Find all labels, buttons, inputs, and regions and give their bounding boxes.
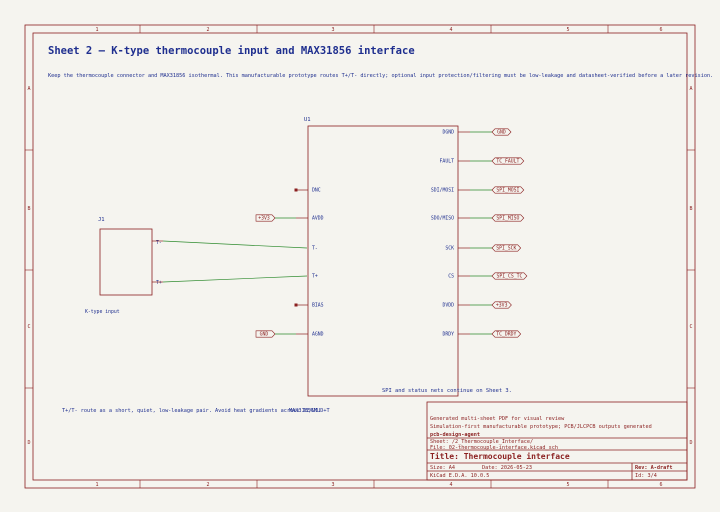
drawing-frame bbox=[24, 24, 696, 489]
net-label-text: TC_DRDY bbox=[496, 332, 516, 338]
frame-column-bottom-3: 3 bbox=[331, 482, 334, 488]
frame-row-right-B: B bbox=[689, 206, 692, 212]
u1-pin-label-cs: CS bbox=[448, 274, 454, 280]
u1-pin-label-dgnd: DGND bbox=[442, 130, 454, 136]
j1-body[interactable] bbox=[99, 228, 153, 296]
frame-column-bottom-2: 2 bbox=[206, 482, 209, 488]
u1-ref: U1 bbox=[304, 117, 311, 123]
u1-pin-label-dvdd: DVDD bbox=[442, 303, 454, 309]
u1-pin-label-sdomiso: SDO/MISO bbox=[431, 216, 454, 222]
u1-pin-label-agnd: AGND bbox=[312, 332, 324, 338]
u1-pin-label-t: T- bbox=[312, 246, 318, 252]
frame-column-1: 1 bbox=[95, 27, 98, 33]
title-block-title: Title: Thermocouple interface bbox=[430, 451, 570, 461]
frame-column-5: 5 bbox=[566, 27, 569, 33]
net-label-spisck[interactable] bbox=[491, 244, 522, 252]
u1-pin-label-t: T+ bbox=[312, 274, 318, 280]
frame-column-bottom-5: 5 bbox=[566, 482, 569, 488]
title-block-sheet: Sheet: /2_Thermocouple_Interface/ bbox=[430, 439, 533, 445]
title-block-company: pcb-design-agent bbox=[430, 432, 480, 438]
frame-row-A: A bbox=[27, 86, 30, 92]
no-connect-marker bbox=[294, 303, 298, 307]
frame-row-D: D bbox=[27, 440, 30, 446]
u1-pin-label-sck: SCK bbox=[445, 246, 454, 252]
net-label-spimosi[interactable] bbox=[491, 186, 525, 194]
frame-row-C: C bbox=[27, 324, 30, 330]
frame-row-B: B bbox=[27, 206, 30, 212]
frame-column-bottom-1: 1 bbox=[95, 482, 98, 488]
net-label-gnd[interactable] bbox=[491, 128, 512, 136]
title-block-size: Size: A4 bbox=[430, 465, 455, 471]
net-label-text: GND bbox=[497, 130, 506, 136]
no-connect-marker bbox=[294, 188, 298, 192]
title-block-file: File: 02-thermocouple-interface.kicad_sc… bbox=[430, 445, 558, 451]
net-label-text: +3V3 bbox=[258, 216, 270, 222]
net-label-text: TC_FAULT bbox=[496, 159, 519, 165]
thermocouple-wires bbox=[162, 240, 308, 283]
frame-column-2: 2 bbox=[206, 27, 209, 33]
frame-row-right-C: C bbox=[689, 324, 692, 330]
net-label-text: SPI_CS_TC bbox=[496, 274, 522, 280]
frame-column-6: 6 bbox=[659, 27, 662, 33]
u1-part-number: MAX31856MUD+T bbox=[289, 408, 330, 414]
net-label-gnd[interactable] bbox=[255, 330, 276, 338]
net-label-3v3[interactable] bbox=[255, 214, 276, 222]
frame-column-3: 3 bbox=[331, 27, 334, 33]
frame-column-bottom-4: 4 bbox=[449, 482, 452, 488]
frame-row-right-A: A bbox=[689, 86, 692, 92]
net-label-text: SPI_MOSI bbox=[496, 188, 519, 194]
title-block-date: Date: 2026-05-23 bbox=[482, 465, 532, 471]
sheet-title: Sheet 2 — K-type thermocouple input and … bbox=[48, 45, 415, 57]
routing-note: T+/T- route as a short, quiet, low-leaka… bbox=[62, 408, 321, 414]
title-block-rev: Rev: A-draft bbox=[635, 465, 672, 471]
net-label-text: GND bbox=[260, 332, 269, 338]
j1-value-label: K-type input bbox=[85, 309, 120, 315]
title-block-line2: Simulation-first manufacturable prototyp… bbox=[430, 424, 652, 430]
u1-body[interactable] bbox=[307, 125, 459, 397]
title-block-tool: KiCad E.D.A. 10.0.5 bbox=[430, 473, 489, 479]
net-label-text: SPI_SCK bbox=[496, 246, 516, 252]
net-label-text: SPI_MISO bbox=[496, 216, 519, 222]
j1-pin-label-tplus: T+ bbox=[156, 280, 162, 286]
frame-column-bottom-6: 6 bbox=[659, 482, 662, 488]
frame-row-right-D: D bbox=[689, 440, 692, 446]
wire-tminus[interactable] bbox=[162, 240, 308, 249]
u1-pin-label-drdy: DRDY bbox=[442, 332, 454, 338]
net-label-tcdrdy[interactable] bbox=[491, 330, 522, 338]
net-label-3v3[interactable] bbox=[491, 301, 512, 309]
net-label-spimiso[interactable] bbox=[491, 214, 525, 222]
u1-pin-label-sdimosi: SDI/MOSI bbox=[431, 188, 454, 194]
j1-pin-label-tminus: T- bbox=[156, 240, 162, 246]
net-label-tcfault[interactable] bbox=[491, 157, 525, 165]
title-block bbox=[426, 401, 688, 481]
net-label-spicstc[interactable] bbox=[491, 272, 528, 280]
sheet-description: Keep the thermocouple connector and MAX3… bbox=[48, 73, 713, 79]
frame-column-4: 4 bbox=[449, 27, 452, 33]
u1-pin-label-dnc: DNC bbox=[312, 188, 321, 194]
wire-tplus[interactable] bbox=[162, 275, 308, 283]
u1-pin-label-avdd: AVDD bbox=[312, 216, 324, 222]
title-block-id: Id: 3/4 bbox=[635, 473, 657, 479]
u1-pin-label-bias: BIAS bbox=[312, 303, 324, 309]
u1-pin-label-fault: FAULT bbox=[440, 159, 455, 165]
j1-ref: J1 bbox=[98, 217, 105, 223]
spi-continuation-note: SPI and status nets continue on Sheet 3. bbox=[382, 388, 512, 394]
net-label-text: +3V3 bbox=[496, 303, 508, 309]
title-block-line1: Generated multi-sheet PDF for visual rev… bbox=[430, 416, 565, 422]
